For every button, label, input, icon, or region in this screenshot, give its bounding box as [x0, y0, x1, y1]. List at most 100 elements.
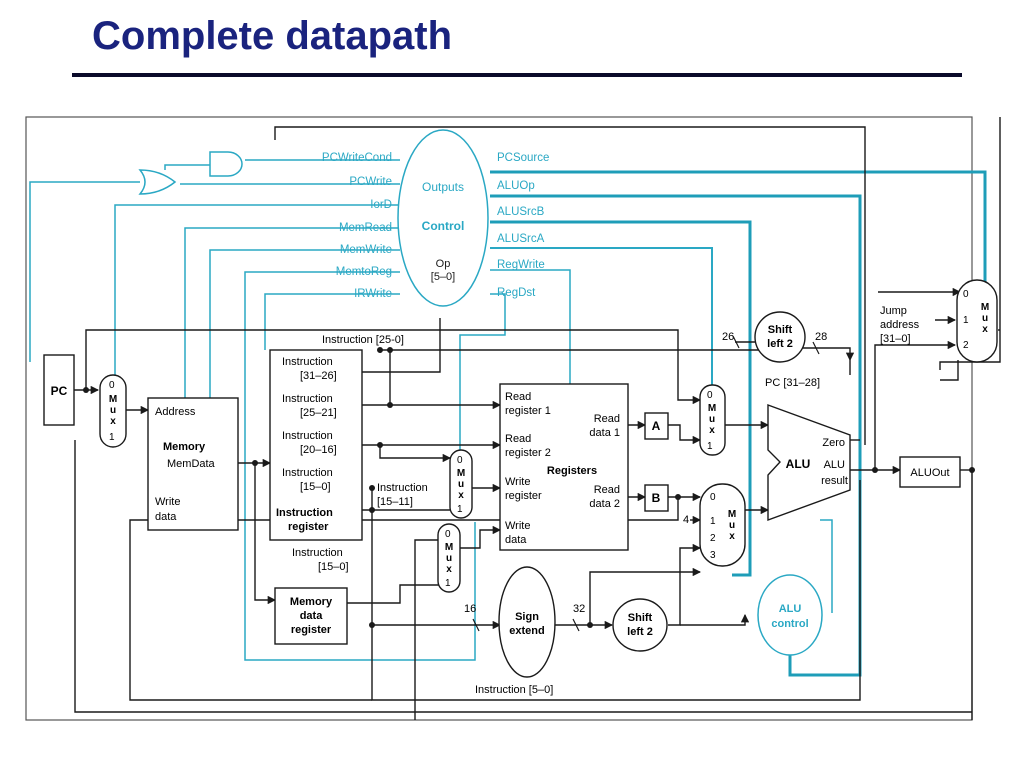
- mux-alusrca: 0 M u x 1: [699, 384, 726, 456]
- ir-field2-b: [25–21]: [300, 407, 337, 419]
- mux-alusrca-in0: 0: [707, 390, 713, 401]
- pc-register: PC: [43, 354, 75, 426]
- jump-l1: Jump: [880, 305, 907, 317]
- memory-memdata-label: MemData: [167, 458, 216, 470]
- mux-alusrca-m: M: [708, 403, 716, 414]
- memory-data-label: data: [155, 511, 177, 523]
- register-file: Read register 1 Read register 2 Write re…: [499, 383, 629, 551]
- rf-write-reg-a: Write: [505, 476, 530, 488]
- rf-read-data2-a: Read: [594, 484, 620, 496]
- signal-pcwritecond: PCWriteCond: [322, 152, 392, 164]
- shift-top-l1: Shift: [768, 324, 793, 336]
- ir-field2-a: Instruction: [282, 393, 333, 405]
- mux-alusrcb-in1: 1: [710, 516, 716, 527]
- ir-field1-a: Instruction: [282, 356, 333, 368]
- rf-read-data2-b: data 2: [589, 498, 620, 510]
- mux-memtoreg-in1: 1: [445, 578, 451, 589]
- mux-pcsource-u: u: [982, 313, 988, 324]
- mux-iord-u: u: [110, 405, 116, 416]
- rf-write-reg-b: register: [505, 490, 542, 502]
- control-outputs-label: Outputs: [422, 180, 464, 194]
- label-instr-25-0: Instruction [25-0]: [322, 334, 404, 346]
- signal-regdst: RegDst: [497, 287, 536, 299]
- memory-address-label: Address: [155, 406, 196, 418]
- mux-pcsource-in1: 1: [963, 315, 969, 326]
- mux-memtoreg-in0: 0: [445, 529, 451, 540]
- rf-write-data-b: data: [505, 534, 527, 546]
- mux-iord-m: M: [109, 394, 117, 405]
- ir-field1-b: [31–26]: [300, 370, 337, 382]
- mux-alusrcb: 0 1 2 3 M u x: [699, 483, 746, 567]
- shift-top-l2: left 2: [767, 338, 793, 350]
- signal-alusrcb: ALUSrcB: [497, 206, 545, 218]
- label-instr-15-0-b: [15–0]: [318, 561, 349, 573]
- mux-alusrcb-m: M: [728, 509, 736, 520]
- signal-memwrite: MemWrite: [340, 244, 392, 256]
- junction-dots: [83, 347, 975, 628]
- alu-result-2: result: [821, 475, 848, 487]
- mux-regdst: 0 M u x 1: [449, 449, 473, 519]
- memory-name-label: Memory: [163, 441, 206, 453]
- mux-iord-in1: 1: [109, 432, 115, 443]
- control-op-label: Op: [436, 258, 451, 270]
- signal-alusrca: ALUSrcA: [497, 233, 545, 245]
- control-op-bits-label: [5–0]: [431, 271, 455, 283]
- rf-read-reg2-b: register 2: [505, 447, 551, 459]
- alu-control-l1: ALU: [779, 603, 802, 615]
- label-w28: 28: [815, 331, 827, 343]
- mux-pcsource: 0 1 2 M u x: [956, 279, 998, 363]
- mux-regdst-in0: 0: [457, 455, 463, 466]
- ir-field3-b: [20–16]: [300, 444, 337, 456]
- signal-aluop: ALUOp: [497, 180, 535, 192]
- and-gate: [209, 151, 243, 177]
- mux-regdst-x: x: [458, 490, 464, 501]
- jump-l2: address: [880, 319, 920, 331]
- rf-read-reg1-b: register 1: [505, 405, 551, 417]
- memory-write-label: Write: [155, 496, 180, 508]
- mux-pcsource-x: x: [982, 324, 988, 335]
- mux-alusrcb-x: x: [729, 531, 735, 542]
- mux-alusrca-in1: 1: [707, 441, 713, 452]
- mux-alusrcb-in2: 2: [710, 533, 716, 544]
- alu-name: ALU: [786, 457, 811, 471]
- mux-regdst-m: M: [457, 468, 465, 479]
- register-b: B: [644, 484, 669, 512]
- shift-bottom-l1: Shift: [628, 612, 653, 624]
- alu-control: ALU control: [757, 574, 823, 656]
- mux-regdst-u: u: [458, 479, 464, 490]
- slide-title: Complete datapath: [92, 14, 453, 58]
- label-w26: 26: [722, 331, 734, 343]
- label-instr-15-11-a: Instruction: [377, 482, 428, 494]
- control-name-label: Control: [422, 219, 465, 233]
- label-pc-31-28: PC [31–28]: [765, 377, 820, 389]
- label-const4: 4: [683, 514, 689, 526]
- signal-iord: IorD: [370, 199, 392, 211]
- label-w16: 16: [464, 603, 476, 615]
- label-w32: 32: [573, 603, 585, 615]
- signal-pcsource: PCSource: [497, 152, 549, 164]
- alu-zero: Zero: [822, 437, 845, 449]
- mux-alusrcb-u: u: [729, 520, 735, 531]
- mux-pcsource-m: M: [981, 302, 989, 313]
- signal-memtoreg: MemtoReg: [336, 266, 392, 278]
- sign-extend-l2: extend: [509, 625, 544, 637]
- label-instr-5-0: Instruction [5–0]: [475, 684, 553, 696]
- register-a: A: [644, 412, 669, 440]
- mdr-l2: data: [300, 610, 324, 622]
- mux-iord-in0: 0: [109, 380, 115, 391]
- alu: ALU Zero ALU result: [767, 403, 851, 522]
- shift-left-bottom: Shift left 2: [612, 598, 668, 652]
- diagram-frame: [25, 116, 973, 721]
- mux-pcsource-in0: 0: [963, 289, 969, 300]
- ir-name2: register: [288, 521, 329, 533]
- ir-field3-a: Instruction: [282, 430, 333, 442]
- register-b-label: B: [652, 491, 661, 505]
- rf-read-reg2-a: Read: [505, 433, 531, 445]
- mux-memtoreg: 0 M u x 1: [437, 523, 461, 593]
- ir-field4-a: Instruction: [282, 467, 333, 479]
- alu-control-l2: control: [771, 618, 808, 630]
- shift-left-top: Shift left 2: [754, 311, 806, 363]
- bus-width-ticks: [472, 335, 820, 632]
- label-instr-15-11-b: [15–11]: [377, 496, 413, 508]
